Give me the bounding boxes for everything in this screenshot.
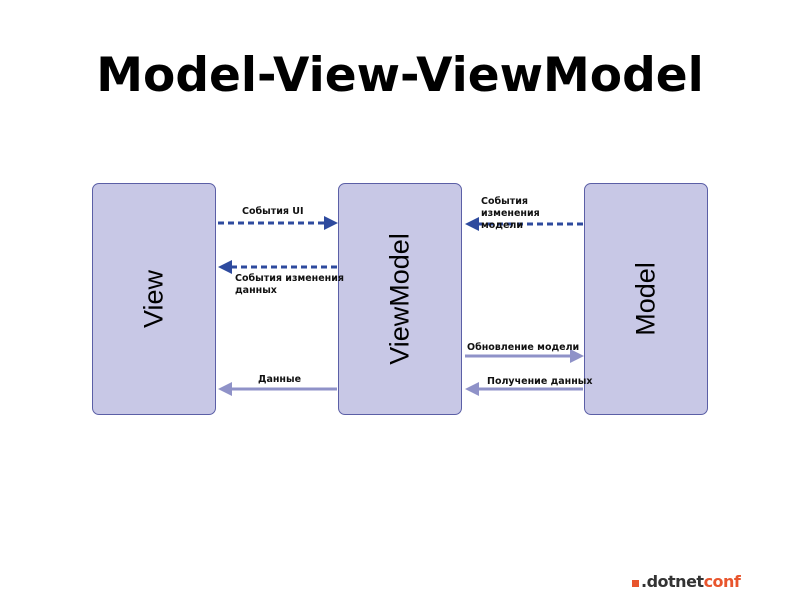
model-update-label: Обновление модели [467,342,580,353]
data-change-events-label-line2: данных [235,285,277,296]
data-change-events-arrowhead [218,260,232,274]
data-retrieval-arrowhead [465,382,479,396]
data-retrieval-label: Получение данных [487,376,593,387]
data-change-events-label-line1: События изменения [235,273,345,284]
viewmodel-box: ViewModel [338,183,462,415]
ui-events-label: События UI [242,206,304,217]
model-box: Model [584,183,708,415]
page-title: Model-View-ViewModel [96,48,704,103]
model-update-arrowhead [570,349,584,363]
model-change-events-label: События изменения модели [481,196,540,231]
data-arrowhead [218,382,232,396]
dotnetconf-logo: .dotnetconf [632,571,741,593]
model-change-events-arrowhead [465,217,479,231]
brand-square-icon [632,580,639,587]
data-label: Данные [258,374,302,385]
data-change-events-label: События изменения данных [235,273,344,297]
brand-part2: conf [703,572,741,591]
ui-events-arrowhead [324,216,338,230]
view-box: View [92,183,216,415]
brand-dot: . [641,572,647,591]
brand-part1: dotnet [646,572,704,591]
